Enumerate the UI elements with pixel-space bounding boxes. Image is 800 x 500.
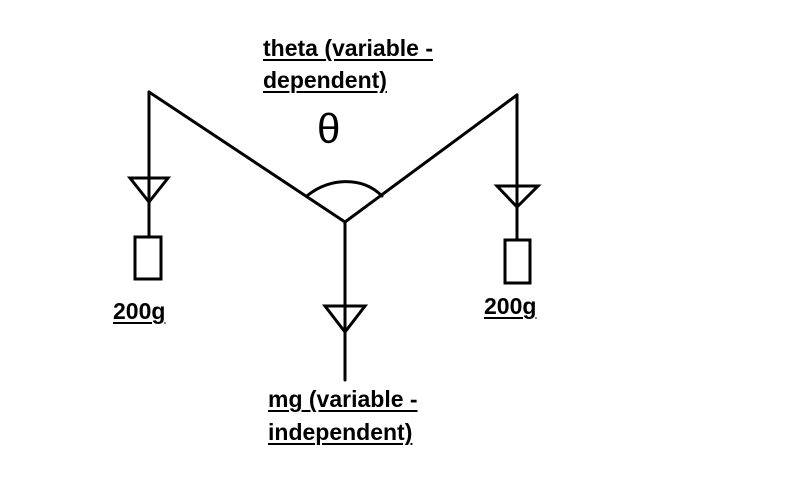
left-mass-label: 200g [113, 298, 166, 324]
theta-label-line-2: dependent) [263, 67, 387, 93]
mg-label-line-1: mg (variable - [268, 386, 418, 412]
right-force-arrow [493, 184, 542, 210]
left-force-arrow [126, 176, 172, 205]
right-mass-label: 200g [484, 293, 537, 319]
mg-label-line-2: independent) [268, 419, 413, 445]
angle-arc [306, 180, 384, 198]
left-string [147, 90, 347, 224]
right-mass-block [503, 238, 532, 285]
right-string [343, 93, 519, 224]
theta-label-line-1: theta (variable - [263, 35, 433, 61]
left-mass-block [133, 235, 163, 281]
theta-symbol: θ [317, 105, 341, 152]
center-force-arrow [321, 304, 369, 335]
